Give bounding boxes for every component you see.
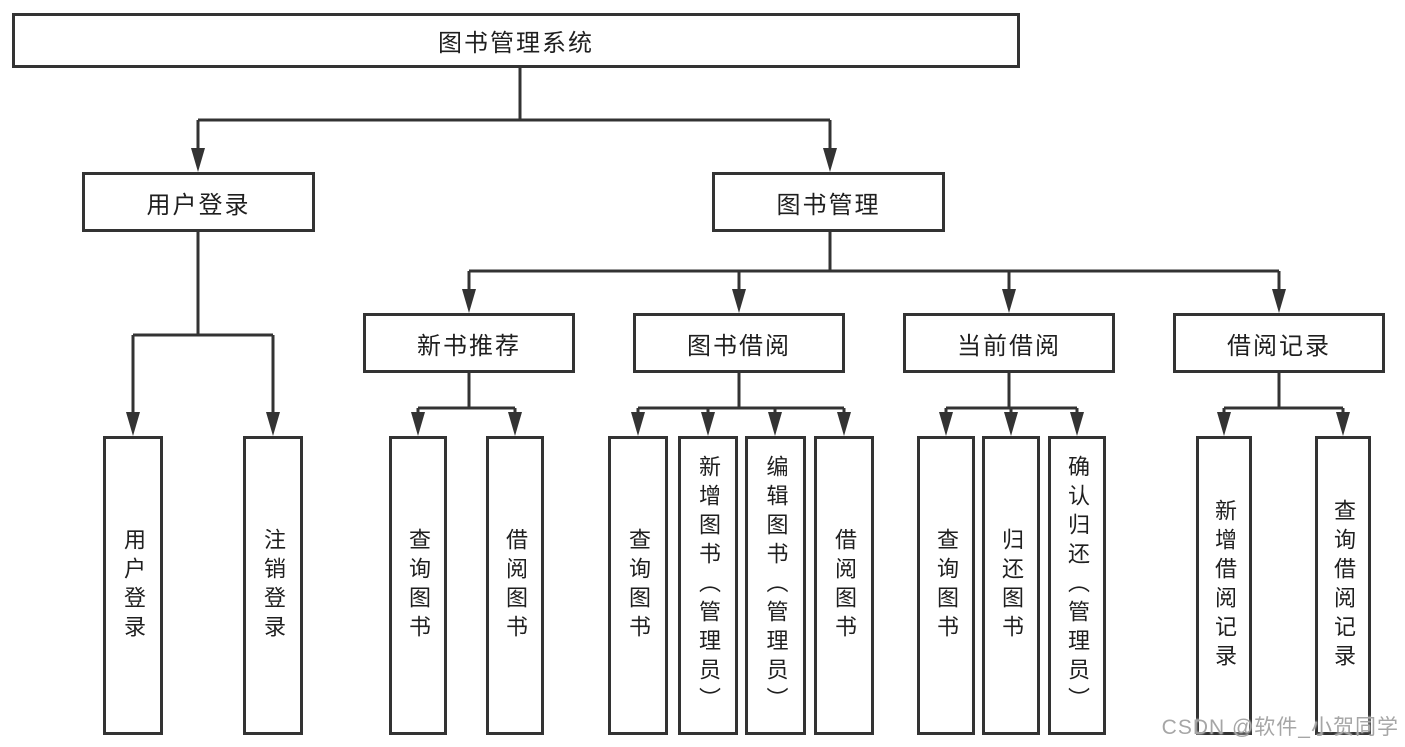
arrowheads bbox=[126, 148, 1350, 436]
leaf-borrow-books-2-label: 借阅图书 bbox=[832, 527, 857, 644]
arrow-borrow-c1 bbox=[631, 412, 645, 436]
leaf-return-books-label: 归还图书 bbox=[999, 527, 1024, 644]
node-user-login-label: 用户登录 bbox=[146, 191, 251, 219]
node-borrow-records-label: 借阅记录 bbox=[1227, 332, 1331, 360]
arrow-leaf-login bbox=[126, 412, 140, 436]
leaf-query-books-3-label: 查询图书 bbox=[934, 527, 959, 644]
arrow-current-c1 bbox=[939, 412, 953, 436]
node-current-borrowing-label: 当前借阅 bbox=[957, 332, 1061, 360]
arrow-newbook-c1 bbox=[411, 412, 425, 436]
arrow-current-c2 bbox=[1004, 412, 1018, 436]
leaf-confirm-return-admin-label: 确认归还（管理员） bbox=[1065, 455, 1090, 716]
leaf-borrow-books-1: 借阅图书 bbox=[486, 436, 544, 735]
arrow-current bbox=[1002, 289, 1016, 313]
leaf-query-books-3: 查询图书 bbox=[917, 436, 975, 735]
leaf-borrow-books-2: 借阅图书 bbox=[814, 436, 874, 735]
node-current-borrowing: 当前借阅 bbox=[903, 313, 1115, 373]
node-borrow-records: 借阅记录 bbox=[1173, 313, 1385, 373]
arrow-user-login bbox=[191, 148, 205, 172]
leaf-query-books-1-label: 查询图书 bbox=[406, 527, 431, 644]
leaf-query-borrow-record-label: 查询借阅记录 bbox=[1331, 498, 1356, 673]
arrow-borrow bbox=[732, 289, 746, 313]
leaf-user-login-label: 用户登录 bbox=[121, 527, 146, 644]
arrow-borrow-c4 bbox=[837, 412, 851, 436]
leaf-query-books-1: 查询图书 bbox=[389, 436, 447, 735]
leaf-edit-books-admin: 编辑图书（管理员） bbox=[745, 436, 806, 735]
leaf-logout-label: 注销登录 bbox=[261, 527, 286, 644]
node-new-book-recommend-label: 新书推荐 bbox=[417, 332, 521, 360]
node-book-borrowing-label: 图书借阅 bbox=[687, 332, 791, 360]
arrow-borrow-c2 bbox=[701, 412, 715, 436]
node-book-management: 图书管理 bbox=[712, 172, 945, 232]
node-book-borrowing: 图书借阅 bbox=[633, 313, 845, 373]
leaf-return-books: 归还图书 bbox=[982, 436, 1040, 735]
arrow-records-c1 bbox=[1217, 412, 1231, 436]
arrow-records-c2 bbox=[1336, 412, 1350, 436]
leaf-add-borrow-record: 新增借阅记录 bbox=[1196, 436, 1252, 735]
arrow-leaf-logout bbox=[266, 412, 280, 436]
csdn-watermark: CSDN @软件_小贺同学 bbox=[1161, 716, 1399, 739]
leaf-query-borrow-record: 查询借阅记录 bbox=[1315, 436, 1371, 735]
leaf-add-borrow-record-label: 新增借阅记录 bbox=[1212, 498, 1237, 673]
arrow-newbook bbox=[462, 289, 476, 313]
arrow-current-c3 bbox=[1070, 412, 1084, 436]
arrow-book-mgmt bbox=[823, 148, 837, 172]
node-book-management-label: 图书管理 bbox=[776, 191, 881, 219]
node-new-book-recommend: 新书推荐 bbox=[363, 313, 575, 373]
leaf-confirm-return-admin: 确认归还（管理员） bbox=[1048, 436, 1106, 735]
leaf-user-login: 用户登录 bbox=[103, 436, 163, 735]
node-user-login: 用户登录 bbox=[82, 172, 315, 232]
leaf-query-books-2: 查询图书 bbox=[608, 436, 668, 735]
leaf-borrow-books-1-label: 借阅图书 bbox=[503, 527, 528, 644]
arrow-borrow-c3 bbox=[768, 412, 782, 436]
arrow-records bbox=[1272, 289, 1286, 313]
leaf-edit-books-admin-label: 编辑图书（管理员） bbox=[763, 455, 789, 716]
leaf-add-books-admin: 新增图书（管理员） bbox=[678, 436, 738, 735]
leaf-query-books-2-label: 查询图书 bbox=[626, 527, 651, 644]
arrow-newbook-c2 bbox=[508, 412, 522, 436]
node-root-library-system: 图书管理系统 bbox=[12, 13, 1020, 68]
leaf-add-books-admin-label: 新增图书（管理员） bbox=[696, 455, 721, 716]
leaf-logout: 注销登录 bbox=[243, 436, 303, 735]
node-root-label: 图书管理系统 bbox=[438, 30, 594, 57]
